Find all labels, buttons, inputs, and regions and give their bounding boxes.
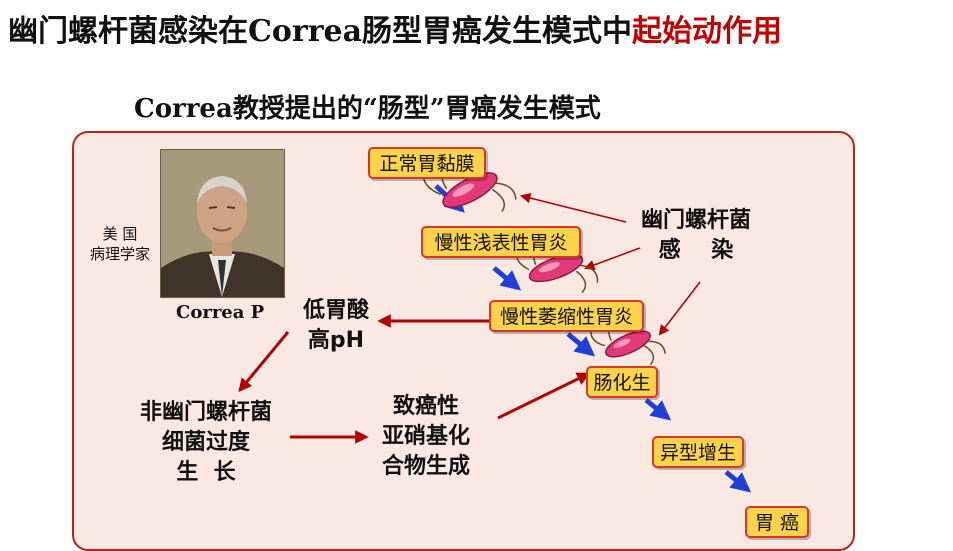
bacterium-icon <box>422 163 517 213</box>
blue-arrow-2 <box>492 266 522 291</box>
title-main: 幽门螺杆菌感染在Correa肠型胃癌发生模式中 <box>8 14 633 49</box>
low-acid-label: 低胃酸 高pH <box>292 296 380 356</box>
arrow-to-metaplasia <box>497 372 591 420</box>
blue-arrow-3 <box>566 332 596 357</box>
slide-title: 幽门螺杆菌感染在Correa肠型胃癌发生模式中起始动作用 <box>8 6 782 50</box>
correa-portrait-image <box>160 149 285 298</box>
stage-gastric-cancer: 胃 癌 <box>745 506 809 538</box>
low-acid-line1: 低胃酸 <box>302 298 369 323</box>
hp-pointer-1 <box>519 192 627 223</box>
stage-normal-mucosa: 正常胃黏膜 <box>368 147 486 179</box>
stage-intestinal-metaplasia: 肠化生 <box>586 366 658 398</box>
carcinogen-line1: 致癌性 <box>392 394 459 419</box>
arrow-to-non-hp <box>238 331 290 393</box>
nitroso-compound-label: 致癌性 亚硝基化 合物生成 <box>370 392 482 482</box>
hp-pointer-2 <box>584 247 641 271</box>
blue-arrow-5 <box>724 470 752 493</box>
stage-atrophic-gastritis: 慢性萎缩性胃炎 <box>489 300 644 332</box>
hp-label-line1: 幽门螺杆菌 <box>640 208 751 233</box>
title-highlight: 起始动作用 <box>632 14 783 49</box>
arrows-layer <box>238 163 752 493</box>
person-name: Correa P <box>176 302 265 323</box>
caption-profession: 病理学家 <box>89 245 150 263</box>
blue-arrow-4 <box>644 398 672 421</box>
diagram-subtitle: Correa教授提出的“肠型”胃癌发生模式 <box>134 94 601 124</box>
carcinogen-line2: 亚硝基化 <box>381 424 470 449</box>
carcinogen-line3: 合物生成 <box>381 454 470 479</box>
hp-pointer-3 <box>658 281 701 336</box>
low-acid-line2: 高pH <box>307 328 365 353</box>
stage-dysplasia: 异型增生 <box>652 436 744 468</box>
non-hp-line1: 非幽门螺杆菌 <box>139 400 272 425</box>
caption-country: 美 国 <box>102 225 138 243</box>
non-hp-overgrowth-label: 非幽门螺杆菌 细菌过度 生 长 <box>126 398 286 488</box>
person-caption: 美 国 病理学家 <box>84 224 156 264</box>
non-hp-line2: 细菌过度 <box>161 430 250 455</box>
stage-superficial-gastritis: 慢性浅表性胃炎 <box>421 226 581 258</box>
non-hp-line3: 生 长 <box>176 460 236 485</box>
hp-label-line2: 感 染 <box>658 238 734 263</box>
hp-infection-label: 幽门螺杆菌 感 染 <box>626 206 766 266</box>
